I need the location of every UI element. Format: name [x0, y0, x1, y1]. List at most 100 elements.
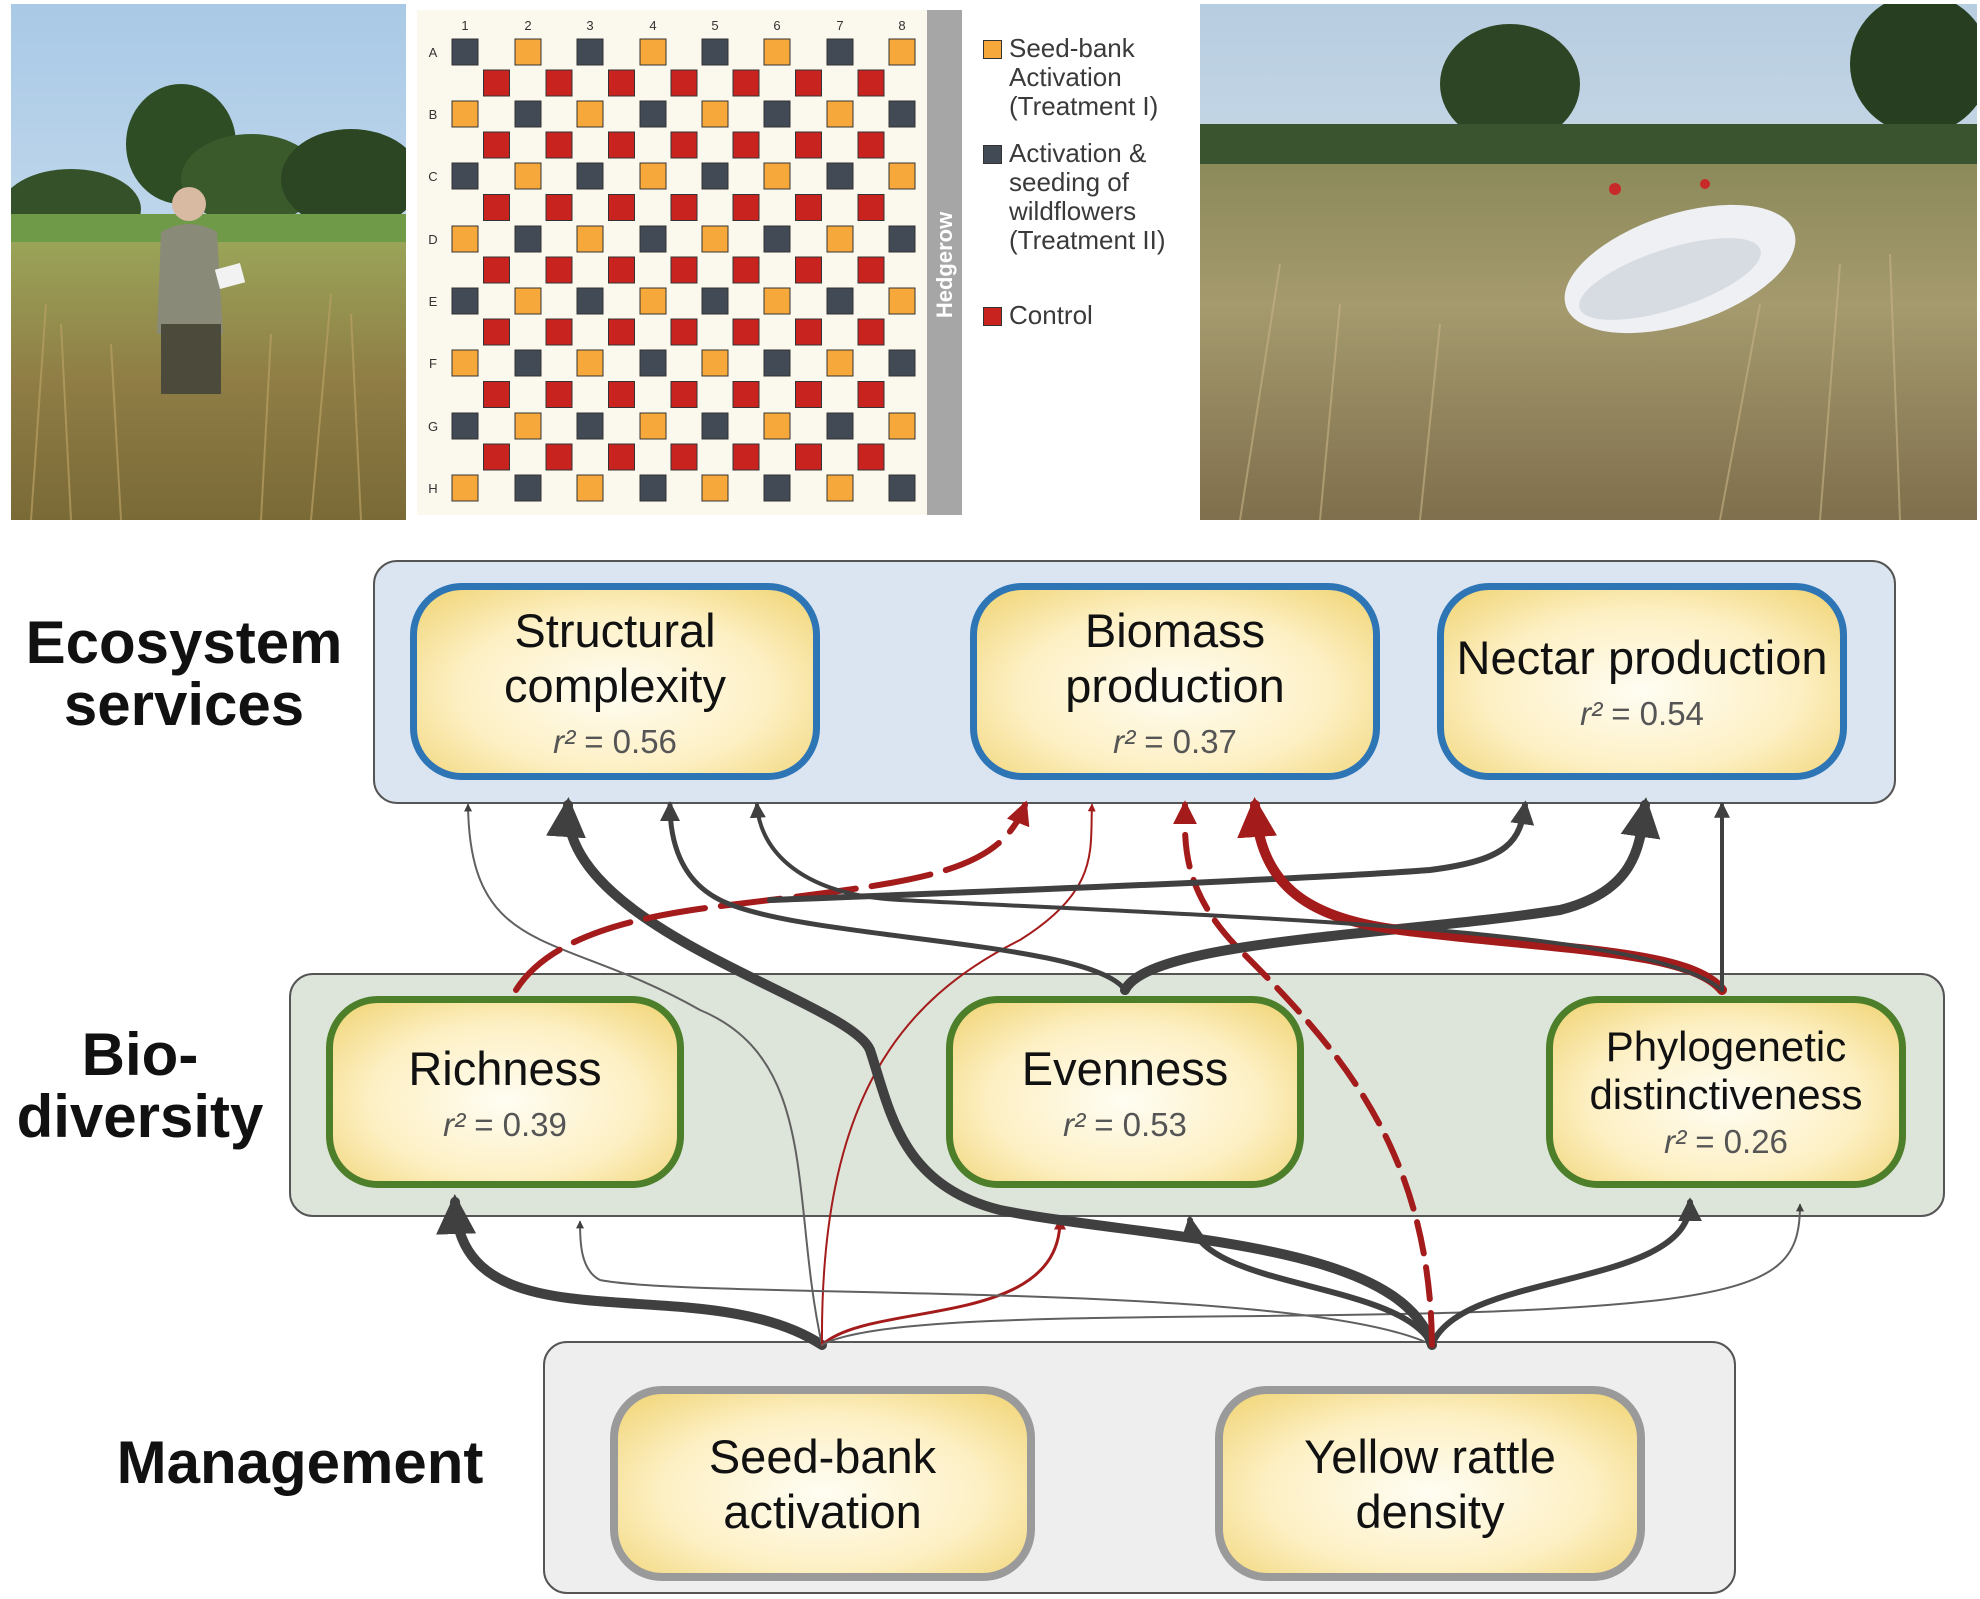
control-plot — [857, 318, 885, 346]
control-plot — [670, 443, 698, 471]
plot-E4 — [639, 287, 667, 315]
plot-A2 — [514, 38, 542, 66]
plot-D5 — [701, 225, 729, 253]
plot-A7 — [826, 38, 854, 66]
control-plot — [732, 256, 760, 284]
photo-researcher-in-meadow — [11, 4, 406, 520]
arrow-phylo-to-structural — [749, 801, 1724, 992]
plot-G1 — [451, 412, 479, 440]
control-plot — [795, 318, 822, 346]
plot-F3 — [576, 349, 604, 377]
plot-F4 — [639, 349, 667, 377]
plot-B8 — [888, 100, 916, 128]
control-plot — [670, 194, 698, 221]
control-plot — [483, 443, 510, 471]
plot-B6 — [763, 100, 791, 128]
plot-H3 — [576, 474, 604, 502]
control-plot — [857, 443, 885, 471]
plot-E1 — [451, 287, 479, 315]
plot-H7 — [826, 474, 854, 502]
plot-A6 — [763, 38, 791, 66]
node-r2-nectar-production: r² = 0.54 — [1580, 695, 1704, 732]
plot-G5 — [701, 412, 729, 440]
control-plot — [608, 381, 635, 408]
arrow-rattle-to-biomass — [1172, 800, 1435, 1348]
plot-F6 — [763, 349, 791, 377]
plot-D4 — [639, 225, 667, 253]
arrow-rattle-to-richness — [576, 1220, 1433, 1346]
r2-value-richness: 0.39 — [502, 1105, 567, 1143]
plot-D7 — [826, 225, 854, 253]
row-label-A: A — [429, 45, 438, 60]
node-phylogenetic-distinctiveness: Phylogenetic distinctiveness r² = 0.26 — [1546, 996, 1906, 1188]
plot-H4 — [639, 474, 667, 502]
plot-G8 — [888, 412, 916, 440]
control-plot — [795, 256, 822, 284]
row-label-G: G — [428, 419, 438, 434]
plot-C3 — [576, 162, 604, 190]
plot-B7 — [826, 100, 854, 128]
control-plot — [483, 381, 510, 408]
plot-C8 — [888, 162, 916, 190]
row-label-C: C — [428, 169, 437, 184]
r2-value-biomass: 0.37 — [1172, 722, 1237, 760]
legend-swatch-seedbank — [983, 40, 1002, 59]
plot-B2 — [514, 100, 542, 128]
node-evenness: Evenness r² = 0.53 — [946, 996, 1304, 1188]
control-plot — [857, 256, 885, 284]
plot-G3 — [576, 412, 604, 440]
control-plot — [483, 256, 510, 284]
control-plot — [857, 131, 885, 159]
plot-C7 — [826, 162, 854, 190]
plot-F2 — [514, 349, 542, 377]
row-label-H: H — [428, 481, 437, 496]
plot-C1 — [451, 162, 479, 190]
control-plot — [732, 381, 760, 408]
level-label-management: Management — [116, 1429, 484, 1496]
legend-swatch-activation-seeding — [983, 145, 1002, 164]
plot-B3 — [576, 100, 604, 128]
arrow-seedbank-to-structural — [464, 803, 823, 1346]
plot-D3 — [576, 225, 604, 253]
control-plot — [732, 318, 760, 346]
arrow-seedbank-to-evenness — [820, 1217, 1066, 1347]
plot-G7 — [826, 412, 854, 440]
plot-H8 — [888, 474, 916, 502]
control-plot — [732, 443, 760, 471]
node-richness: Richness r² = 0.39 — [326, 996, 684, 1188]
treatment-legend: Seed-bank Activation (Treatment I) Activ… — [983, 34, 1198, 342]
control-plot — [732, 194, 760, 221]
plot-D6 — [763, 225, 791, 253]
plot-C4 — [639, 162, 667, 190]
column-label-4: 4 — [649, 18, 656, 33]
arrow-seedbank-to-richness — [436, 1194, 827, 1350]
plot-E3 — [576, 287, 604, 315]
plot-F8 — [888, 349, 916, 377]
legend-label-control: Control — [1009, 300, 1093, 330]
column-label-6: 6 — [773, 18, 780, 33]
r2-symbol: r² — [1664, 1123, 1687, 1160]
control-plot — [732, 131, 760, 159]
control-plot — [483, 318, 510, 346]
r2-symbol: r² — [443, 1105, 466, 1143]
column-label-2: 2 — [524, 18, 531, 33]
column-label-7: 7 — [836, 18, 843, 33]
legend-item-activation-seeding: Activation & seeding of wildflowers (Tre… — [983, 139, 1198, 255]
r2-value-evenness: 0.53 — [1122, 1105, 1187, 1143]
plot-A5 — [701, 38, 729, 66]
plot-B5 — [701, 100, 729, 128]
control-plot — [795, 443, 822, 471]
plot-A4 — [639, 38, 667, 66]
legend-label-seedbank: Seed-bank Activation (Treatment I) — [1009, 33, 1159, 121]
node-biomass-production: Biomass production r² = 0.37 — [970, 583, 1380, 780]
control-plot — [670, 69, 698, 97]
control-plot — [608, 443, 635, 471]
control-plot — [670, 131, 698, 159]
plot-E5 — [701, 287, 729, 315]
plot-E8 — [888, 287, 916, 315]
control-plot — [608, 256, 635, 284]
r2-symbol: r² — [1063, 1105, 1086, 1143]
node-yellow-rattle-density: Yellow rattle density — [1215, 1386, 1645, 1581]
control-plot — [545, 131, 573, 159]
